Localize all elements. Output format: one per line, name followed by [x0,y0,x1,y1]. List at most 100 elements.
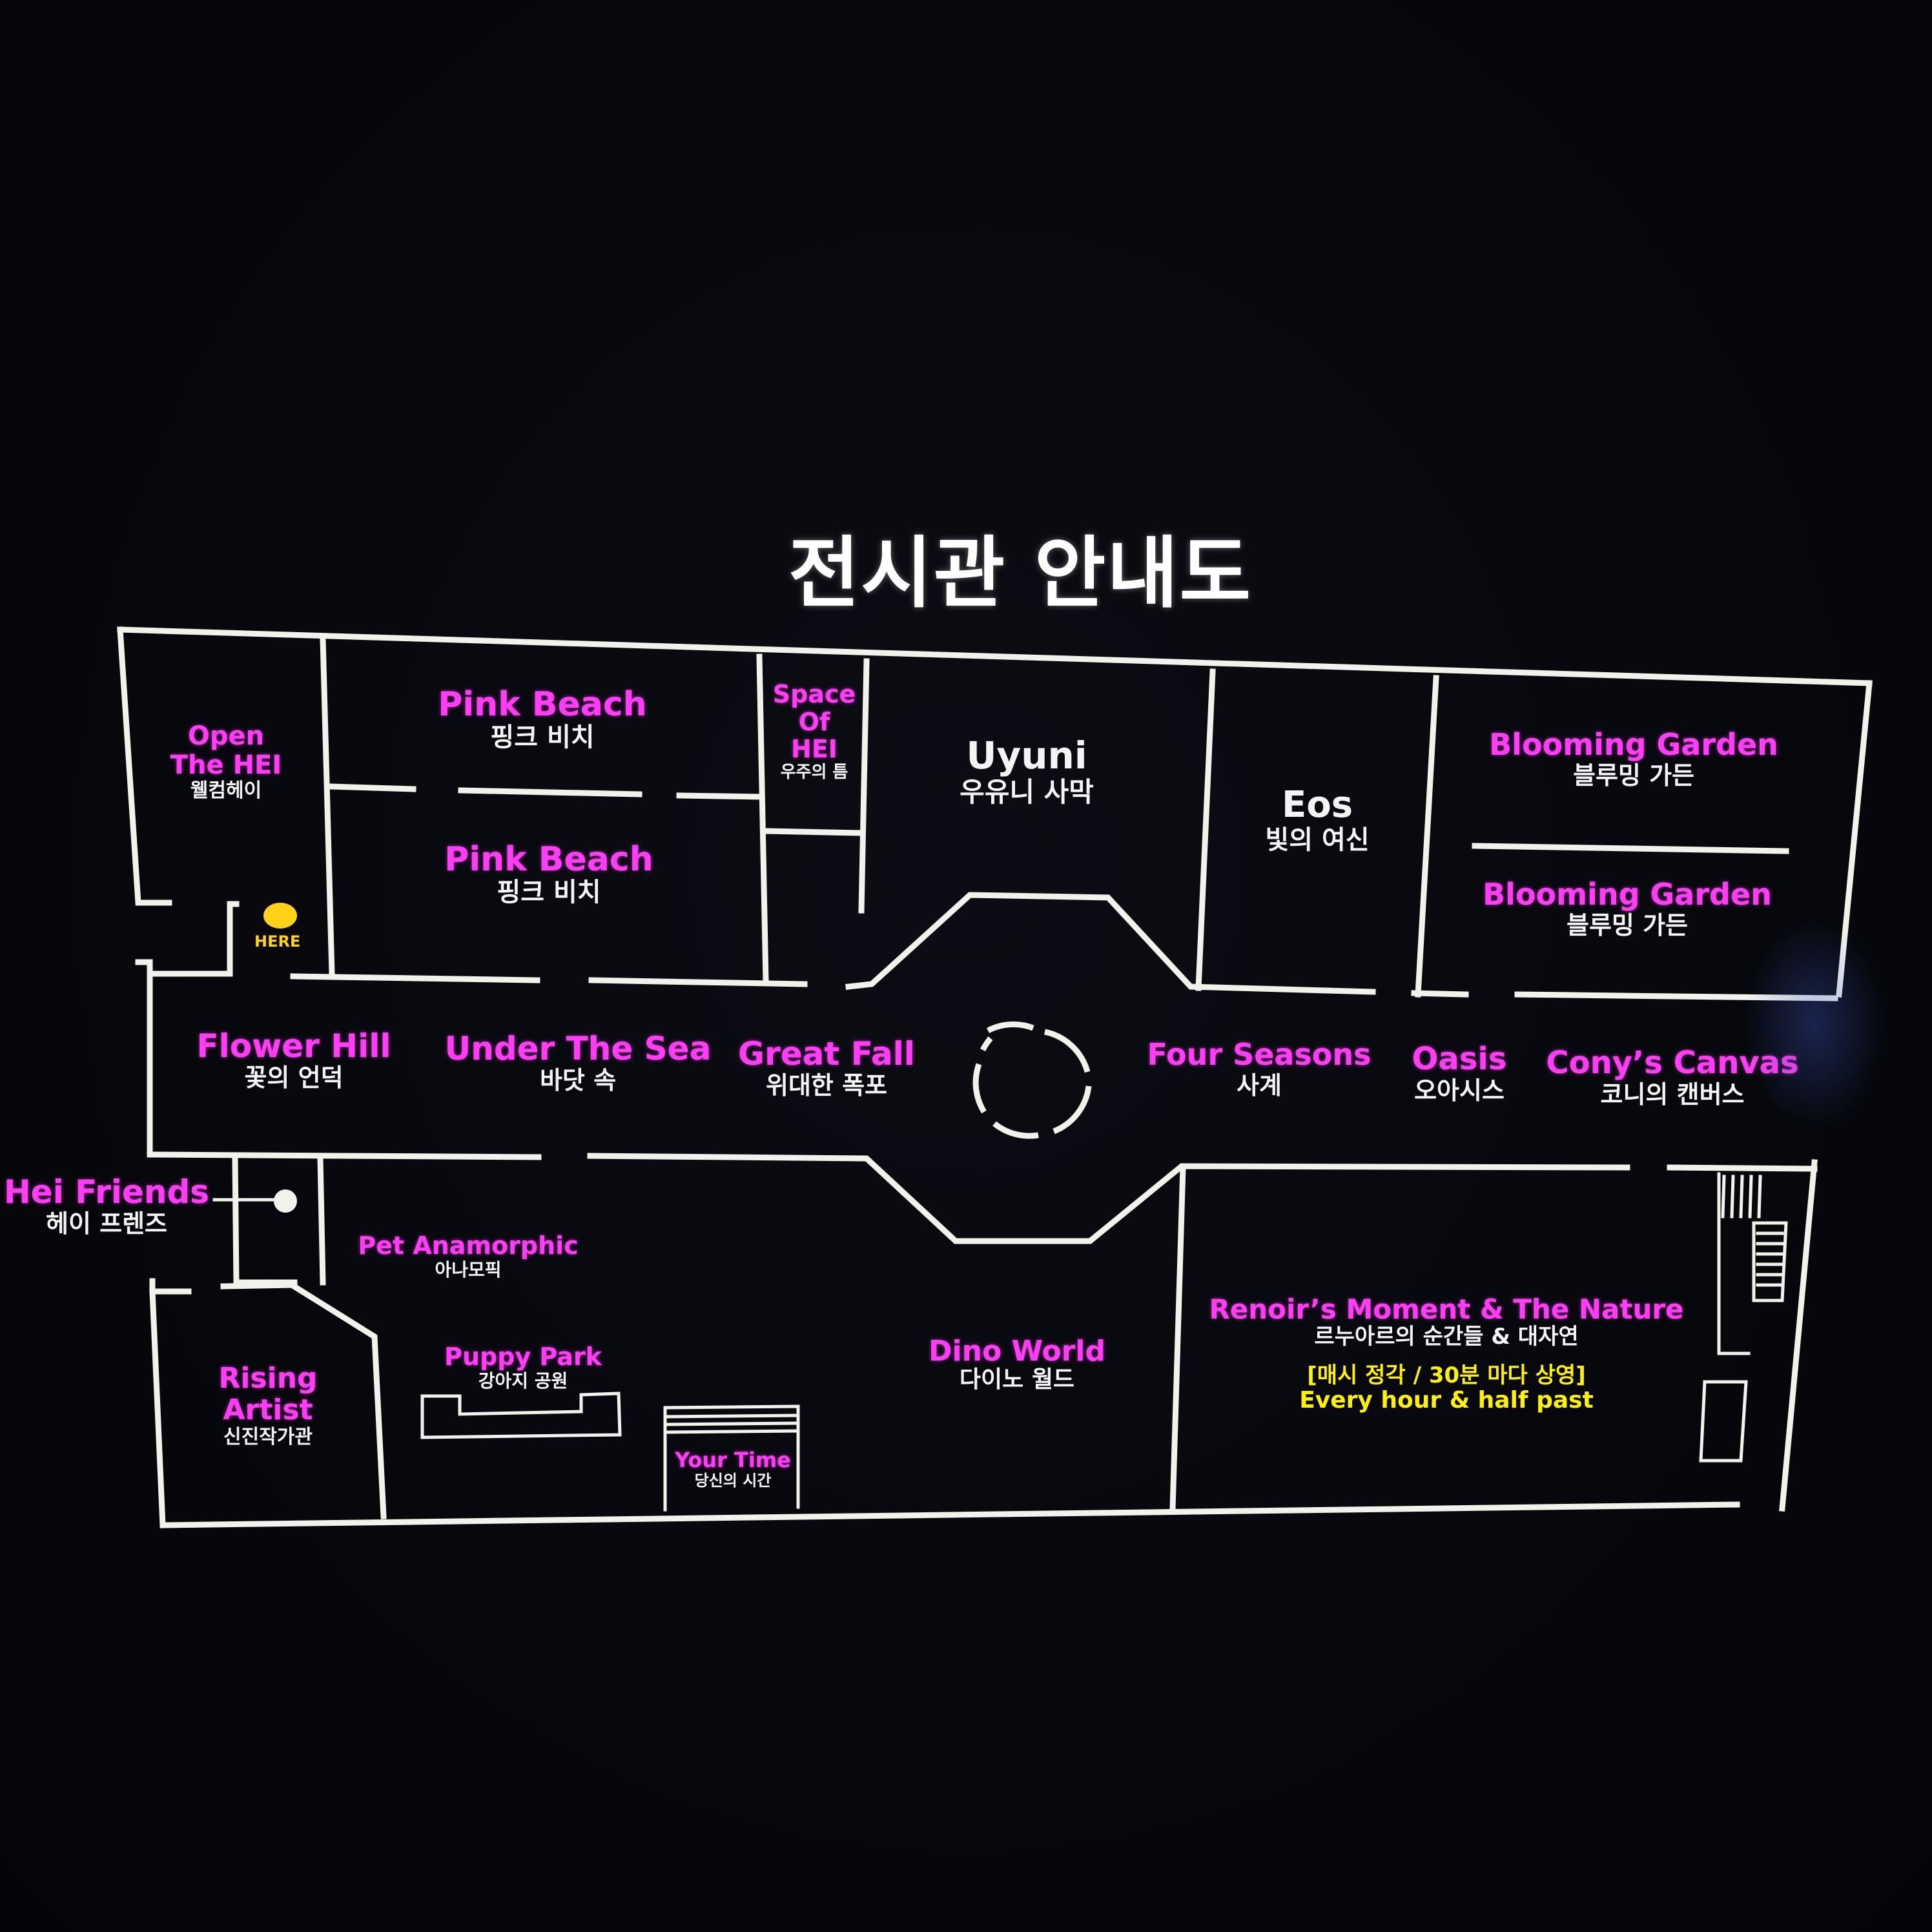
room-under-the-sea-en: Under The Sea [444,1030,712,1067]
outer-wall-left-top [117,626,172,906]
room-open-the-hei-en-1: Open [187,721,265,751]
room-pet-anamorphic-en: Pet Anamorphic [358,1231,579,1260]
room-space-of-hei[interactable]: Space Of HEI 우주의 틈 [766,681,863,782]
room-under-the-sea[interactable]: Under The Sea 바닷 속 [439,1031,717,1094]
outer-wall-right-lower [1779,1159,1818,1512]
room-great-fall[interactable]: Great Fall 위대한 폭포 [730,1036,923,1100]
room-pink-beach-2-ko: 핑크 비치 [497,878,601,908]
room-oasis-en: Oasis [1412,1041,1507,1077]
renoir-divider [1169,1164,1186,1512]
room-great-fall-ko: 위대한 폭포 [765,1071,888,1100]
corridor-top-a [290,973,540,983]
corridor-left-stub [135,959,153,1158]
room-four-seasons[interactable]: Four Seasons 사계 [1143,1038,1375,1099]
room-space-of-hei-ko: 우주의 틈 [780,762,848,782]
room-pink-beach-1-en: Pink Beach [438,685,647,724]
room-conys-canvas[interactable]: Cony’s Canvas 코니의 캔버스 [1543,1045,1802,1109]
puppy-park-stage [420,1392,622,1439]
room-space-of-hei-en-1: Space [772,681,856,708]
divider-1 [320,636,335,977]
room-open-the-hei[interactable]: Open The HEI 웰컴헤이 [155,722,297,801]
room-flower-hill[interactable]: Flower Hill 꽃의 언덕 [174,1028,413,1092]
pink-beach-split-c [676,792,765,800]
room-your-time-en: Your Time [675,1449,791,1472]
room-under-the-sea-ko: 바닷 속 [539,1066,617,1094]
room-uyuni-en: Uyuni [966,734,1087,777]
corridor-top-c [1411,990,1469,998]
room-dino-world-en: Dino World [929,1335,1105,1368]
room-open-the-hei-en-2: The HEI [170,750,282,780]
hei-friends-wall [232,1154,298,1286]
outer-wall-right [1836,680,1873,998]
room-puppy-park-ko: 강아지 공원 [478,1370,568,1392]
garden-split [1472,843,1789,854]
room-space-of-hei-en-2: Of [798,707,830,736]
room-blooming-garden-2-ko: 블루밍 가든 [1566,910,1689,940]
room-hei-friends-en: Hei Friends [3,1173,210,1211]
room-pink-beach-1-ko: 핑크 비치 [490,723,595,753]
room-flower-hill-en: Flower Hill [196,1027,391,1065]
map-title: 전시관 안내도 [788,529,1253,619]
room-hei-friends[interactable]: Hei Friends 헤이 프렌즈 [0,1174,213,1238]
room-dino-world[interactable]: Dino World 다이노 월드 [917,1335,1117,1393]
room-renoir-en: Renoir’s Moment & The Nature [1209,1293,1684,1325]
corridor-bottom-a [147,1151,542,1160]
corridor-top-d [1514,991,1838,1002]
room-renoir[interactable]: Renoir’s Moment & The Nature 르누아르의 순간들 &… [1201,1294,1692,1414]
room-four-seasons-en: Four Seasons [1147,1037,1372,1072]
room-uyuni-ko: 우유니 사막 [960,776,1094,808]
right-stairs-outline [1717,1172,1751,1355]
hei-friends-marker [274,1189,297,1213]
room-conys-canvas-ko: 코니의 캔버스 [1600,1080,1745,1109]
divider-3 [858,658,870,914]
room-pet-anamorphic-ko: 아나모픽 [435,1259,502,1280]
rising-artist-slant [220,1282,387,1519]
central-circle [972,1021,1092,1139]
room-pet-anamorphic[interactable]: Pet Anamorphic 아나모픽 [349,1232,588,1280]
room-rising-artist-en-2: Artist [223,1393,313,1427]
outer-wall-top [117,626,1873,686]
rising-artist-left [149,1288,166,1528]
room-pink-beach-2-en: Pink Beach [444,840,653,879]
hexagon-bottom [587,1153,1630,1244]
room-renoir-schedule-ko: [매시 정각 / 30분 마다 상영] [1307,1362,1586,1389]
room-your-time[interactable]: Your Time 당신의 시간 [665,1449,801,1490]
corridor-top-b [588,977,808,987]
you-are-here-label: HERE [254,932,301,951]
space-split [763,828,865,836]
room-oasis[interactable]: Oasis 오아시스 [1388,1042,1530,1104]
room-great-fall-en: Great Fall [738,1035,915,1073]
lower-divider-1 [317,1155,326,1286]
stairs-block [1752,1221,1788,1302]
pink-beach-split-a [327,783,416,792]
room-space-of-hei-en-3: HEI [791,735,838,764]
you-are-here-marker [263,903,297,929]
room-flower-hill-ko: 꽃의 언덕 [244,1064,344,1092]
room-pink-beach-1[interactable]: Pink Beach 핑크 비치 [413,686,672,752]
room-blooming-garden-2[interactable]: Blooming Garden 블루밍 가든 [1459,878,1795,939]
room-oasis-ko: 오아시스 [1414,1076,1505,1105]
corridor-bottom-b [1667,1164,1818,1172]
room-pink-beach-2[interactable]: Pink Beach 핑크 비치 [420,841,678,907]
pink-beach-split-b [458,787,642,797]
room-puppy-park[interactable]: Puppy Park 강아지 공원 [420,1343,626,1391]
room-four-seasons-ko: 사계 [1237,1071,1282,1100]
room-your-time-ko: 당신의 시간 [694,1471,772,1490]
outer-wall-bottom [159,1501,1740,1528]
hexagon-top [845,892,1376,995]
room-uyuni[interactable]: Uyuni 우유니 사막 [930,735,1124,807]
divider-5 [1415,675,1439,998]
divider-4 [1195,668,1216,991]
right-stairs-lower [1699,1380,1748,1463]
room-blooming-garden-2-en: Blooming Garden [1483,877,1772,912]
room-puppy-park-en: Puppy Park [444,1342,602,1371]
room-blooming-garden-1[interactable]: Blooming Garden 블루밍 가든 [1472,728,1795,789]
room-hei-friends-ko: 헤이 프렌즈 [45,1209,168,1238]
room-eos[interactable]: Eos 빛의 여신 [1227,785,1408,855]
room-blooming-garden-1-ko: 블루밍 가든 [1572,761,1695,790]
room-rising-artist[interactable]: Rising Artist 신진작가관 [187,1362,349,1448]
rising-artist-wall [149,1278,192,1295]
room-renoir-schedule-en: Every hour & half past [1299,1387,1594,1414]
